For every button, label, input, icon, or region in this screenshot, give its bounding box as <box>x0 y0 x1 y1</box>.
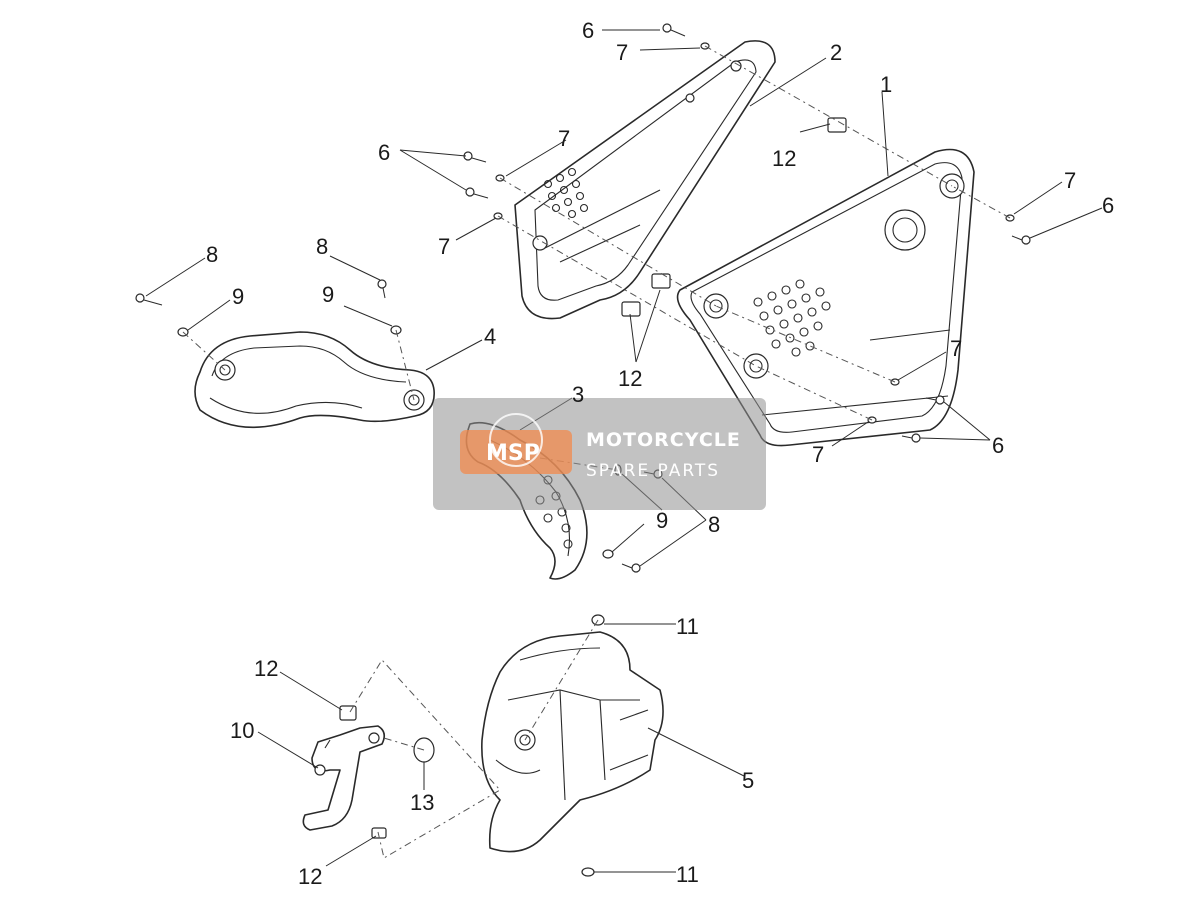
callout-12-bracket: 12 <box>254 656 278 681</box>
screw-8-mid <box>377 279 387 299</box>
callout-7-right: 7 <box>1064 168 1076 193</box>
part-2-inner-frame[interactable] <box>514 40 776 320</box>
callout-7-left-b: 7 <box>438 234 450 259</box>
callout-13: 13 <box>410 790 434 815</box>
callout-1: 1 <box>880 72 892 97</box>
screw-8-left <box>135 293 163 306</box>
screw-6-left-b <box>465 187 489 199</box>
watermark-logo: MSP <box>486 441 540 466</box>
callout-labels: 1 2 3 4 5 6 6 6 6 7 7 7 7 7 7 8 8 8 9 9 … <box>206 18 1114 889</box>
callout-5: 5 <box>742 768 754 793</box>
callout-7-bottom-a: 7 <box>950 336 962 361</box>
part-1-side-panel[interactable] <box>676 148 975 447</box>
callout-9-left: 9 <box>232 284 244 309</box>
callout-6-right: 6 <box>1102 193 1114 218</box>
callout-12-bottom: 12 <box>298 864 322 889</box>
watermark-line2: SPARE PARTS <box>586 461 720 481</box>
vent-holes-frame <box>543 167 589 219</box>
callout-8-shield: 8 <box>708 512 720 537</box>
callout-6-top: 6 <box>582 18 594 43</box>
callout-8-mid: 8 <box>316 234 328 259</box>
callout-2: 2 <box>830 40 842 65</box>
screw-6-bottom-b <box>901 433 921 443</box>
vent-holes-panel <box>753 279 831 357</box>
callout-7-top: 7 <box>616 40 628 65</box>
callout-8-left: 8 <box>206 242 218 267</box>
watermark-logo-box <box>460 430 572 474</box>
callout-9-shield: 9 <box>656 508 668 533</box>
callout-4: 4 <box>484 324 496 349</box>
callout-12-mid: 12 <box>618 366 642 391</box>
screw-8-shield-b <box>621 563 641 573</box>
callout-6-bottom: 6 <box>992 433 1004 458</box>
screw-6-bottom-a <box>925 395 945 405</box>
callout-7-bottom-b: 7 <box>812 442 824 467</box>
watermark-band <box>433 398 766 510</box>
globe-icon <box>489 413 543 467</box>
callout-11-bottom: 11 <box>676 862 699 887</box>
part-4-curved-cover[interactable] <box>194 331 435 429</box>
watermark-line1: MOTORCYCLE <box>586 429 741 451</box>
callout-7-left-a: 7 <box>558 126 570 151</box>
assembly-lines <box>182 45 1011 859</box>
callout-6-left: 6 <box>378 140 390 165</box>
screw-6-top <box>662 23 686 37</box>
callout-3: 3 <box>572 382 584 407</box>
screw-6-right <box>1011 235 1031 245</box>
callout-12-top: 12 <box>772 146 796 171</box>
callout-11-top: 11 <box>676 614 699 639</box>
part-10-bracket[interactable] <box>302 725 386 831</box>
watermark: MSP MOTORCYCLE SPARE PARTS <box>433 398 766 510</box>
part-5-engine-cover[interactable] <box>481 631 664 853</box>
screw-6-left-a <box>463 151 487 163</box>
callout-9-mid: 9 <box>322 282 334 307</box>
callout-10: 10 <box>230 718 254 743</box>
